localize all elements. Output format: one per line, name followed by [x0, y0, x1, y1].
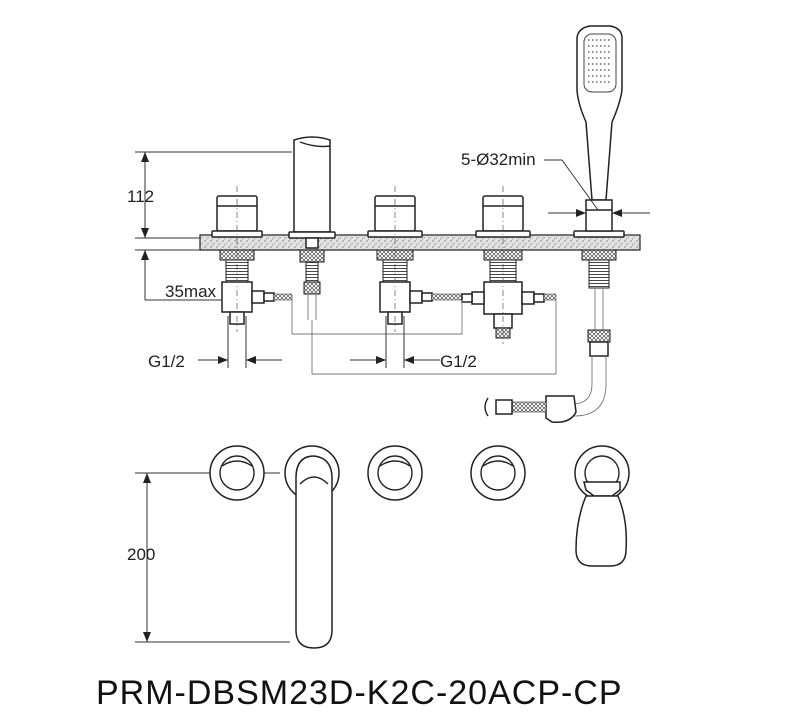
plan-spout: [284, 445, 340, 649]
plan-handshower: [574, 445, 630, 567]
plan-diverter: [470, 445, 526, 501]
dim-spout-200: 200: [127, 545, 155, 564]
plan-handle-left: [209, 445, 265, 501]
model-code: PRM-DBSM23D-K2C-20ACP-CP: [96, 674, 623, 712]
diverter-valve: [461, 195, 557, 339]
centre-lines: [236, 186, 504, 344]
dim-deck-thickness: 35max: [165, 282, 217, 301]
plan-handle-centre: [367, 445, 423, 501]
side-elevation: 112 35max G1/2 G1/2 5-Ø32min: [127, 25, 650, 424]
dim-thread-right: G1/2: [440, 352, 477, 371]
handshower-side: [576, 25, 623, 232]
plan-view: 200: [127, 445, 630, 649]
dim-thread-left: G1/2: [148, 352, 185, 371]
spray-face-dots: [588, 39, 612, 83]
handshower-holder: [484, 230, 625, 424]
valve-left: [211, 195, 293, 325]
dim-hole-spec: 5-Ø32min: [461, 150, 536, 169]
dim-height-112: 112: [127, 187, 154, 206]
spout-side: [288, 136, 336, 320]
valve-centre: [367, 195, 463, 325]
